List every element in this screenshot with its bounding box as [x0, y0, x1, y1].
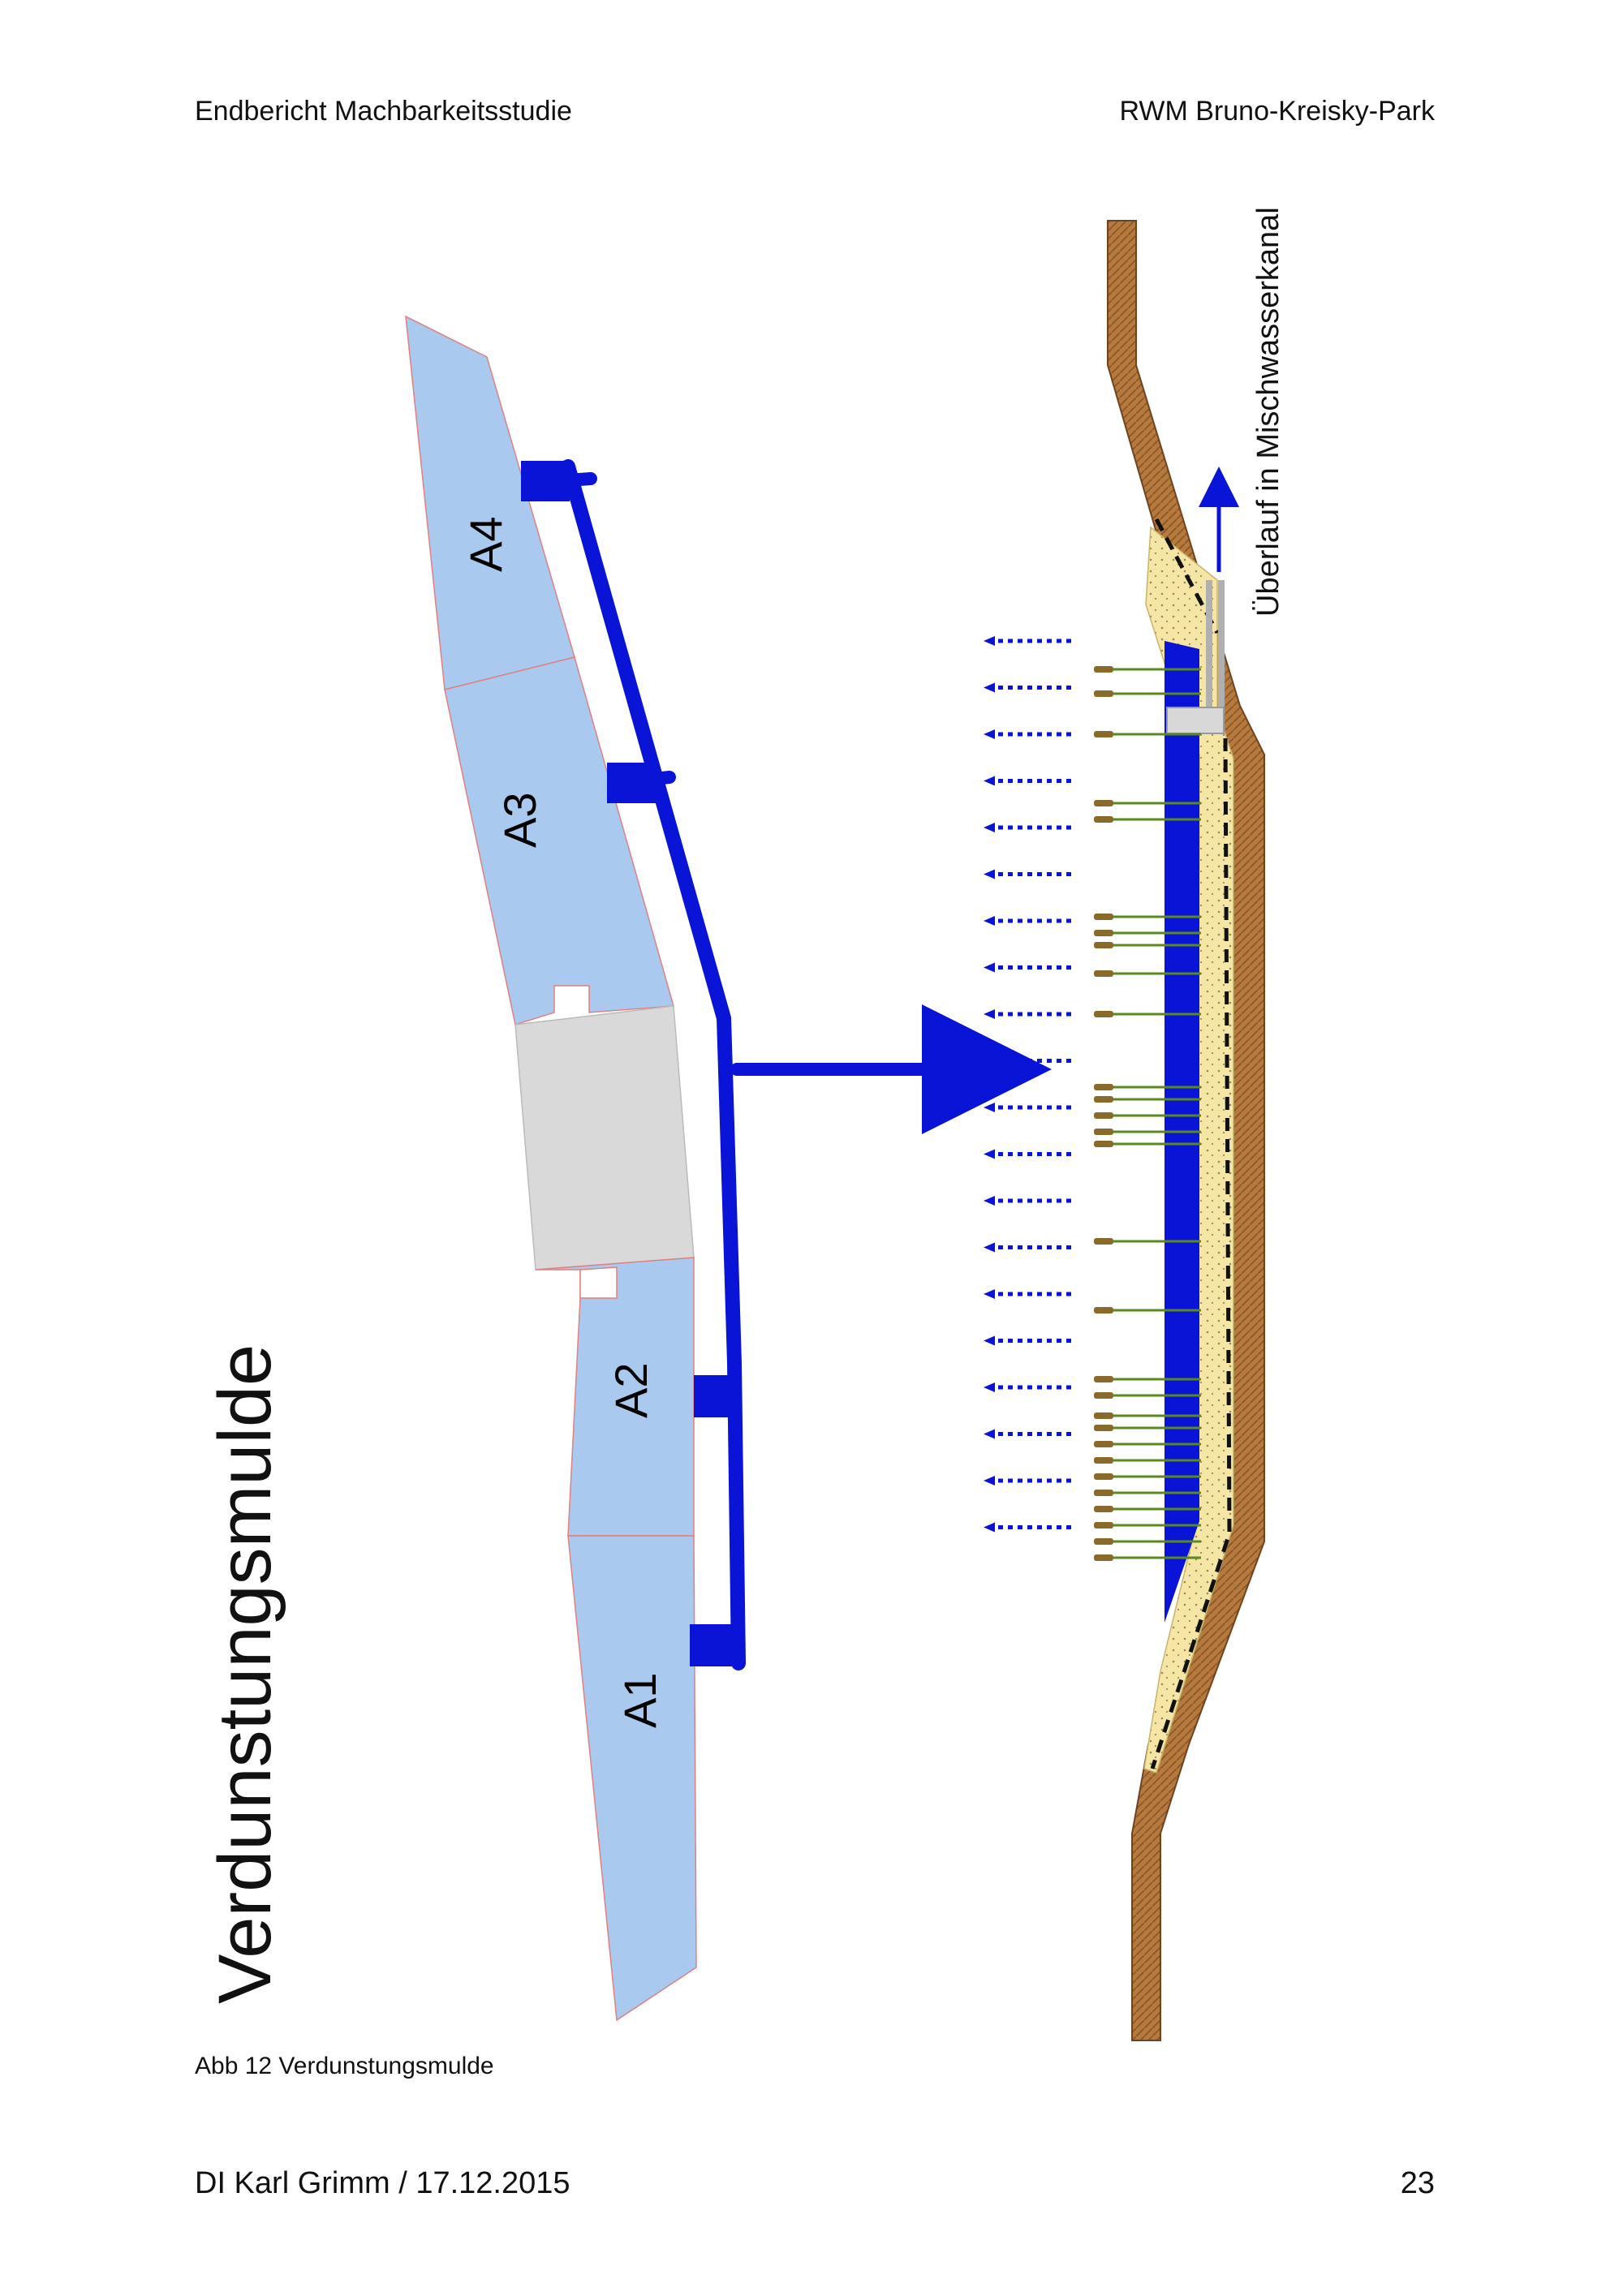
evaporation-arrow: [984, 1242, 1071, 1253]
overflow-label: Überlauf in Mischwasserkanal: [1251, 207, 1285, 617]
evaporation-arrow: [984, 1009, 1071, 1019]
evaporation-arrow: [984, 1335, 1071, 1346]
diagram-title: Verdunstungsmulde: [204, 1344, 286, 2004]
evaporation-arrow: [984, 916, 1071, 926]
footer-author-date: DI Karl Grimm / 17.12.2015: [195, 2166, 570, 2200]
reed-plant: [1094, 800, 1201, 806]
evaporation-arrow: [984, 729, 1071, 739]
evaporation-arrow: [984, 636, 1071, 646]
evaporation-arrow: [984, 869, 1071, 879]
evaporation-arrow: [984, 823, 1071, 832]
evaporation-arrow: [984, 1476, 1071, 1486]
reed-plant: [1094, 690, 1201, 697]
evaporation-arrow: [984, 1196, 1071, 1206]
building-block: [514, 1005, 695, 1271]
header-title: Endbericht Machbarkeitsstudie: [195, 96, 572, 127]
catchment-areas: [405, 315, 697, 2022]
reed-plant: [1094, 1441, 1201, 1447]
evaporation-arrow: [984, 962, 1071, 973]
reed-plant: [1094, 1412, 1201, 1419]
reed-plant: [1094, 816, 1201, 823]
reed-plant: [1094, 1238, 1201, 1245]
reed-plant: [1094, 1538, 1201, 1545]
header-project: RWM Bruno-Kreisky-Park: [1119, 96, 1435, 127]
reed-plant: [1094, 1376, 1201, 1382]
area-label-a3: A3: [494, 793, 545, 849]
reed-plant: [1094, 930, 1201, 936]
evaporation-arrow: [984, 776, 1071, 786]
area-a1: [567, 1535, 697, 2022]
area-label-a4: A4: [460, 517, 511, 573]
area-label-a1: A1: [614, 1673, 665, 1729]
evaporation-arrows: [984, 636, 1071, 1533]
evaporation-arrow: [984, 1522, 1071, 1533]
reed-plant: [1094, 1129, 1201, 1135]
reed-plant: [1094, 914, 1201, 920]
evaporation-arrow: [984, 682, 1071, 693]
evaporation-arrow: [984, 1289, 1071, 1299]
reed-plant: [1094, 1307, 1201, 1314]
evaporation-arrow: [984, 1056, 1071, 1066]
reed-plant: [1094, 1011, 1201, 1017]
evaporation-arrow: [984, 1103, 1071, 1112]
evaporation-arrow: [984, 1382, 1071, 1392]
reed-plant: [1094, 731, 1201, 737]
reed-plant: [1094, 1392, 1201, 1399]
area-a4: [405, 315, 575, 690]
evaporation-arrow: [984, 1149, 1071, 1159]
reed-plant: [1094, 1425, 1201, 1431]
reed-plant: [1094, 1522, 1201, 1529]
reed-plant: [1094, 1554, 1201, 1561]
reed-plant: [1094, 1473, 1201, 1480]
reed-plant: [1094, 1490, 1201, 1496]
area-label-a2: A2: [605, 1363, 657, 1419]
figure-caption: Abb 12 Verdunstungsmulde: [195, 2053, 494, 2079]
evaporation-arrow: [984, 1429, 1071, 1439]
drainage-pipes: [521, 459, 1052, 1670]
area-a2-notch: [579, 1266, 618, 1299]
reed-plants: [1094, 666, 1201, 1561]
reed-plant: [1094, 666, 1201, 673]
reed-plant: [1094, 1084, 1201, 1090]
reed-plant: [1094, 970, 1201, 977]
reed-plant: [1094, 1141, 1201, 1147]
reed-plant: [1094, 1506, 1201, 1512]
reed-plant: [1094, 1112, 1201, 1119]
page-number: 23: [1400, 2166, 1435, 2200]
reed-plant: [1094, 1096, 1201, 1103]
reed-plant: [1094, 1457, 1201, 1464]
reed-plant: [1094, 942, 1201, 948]
